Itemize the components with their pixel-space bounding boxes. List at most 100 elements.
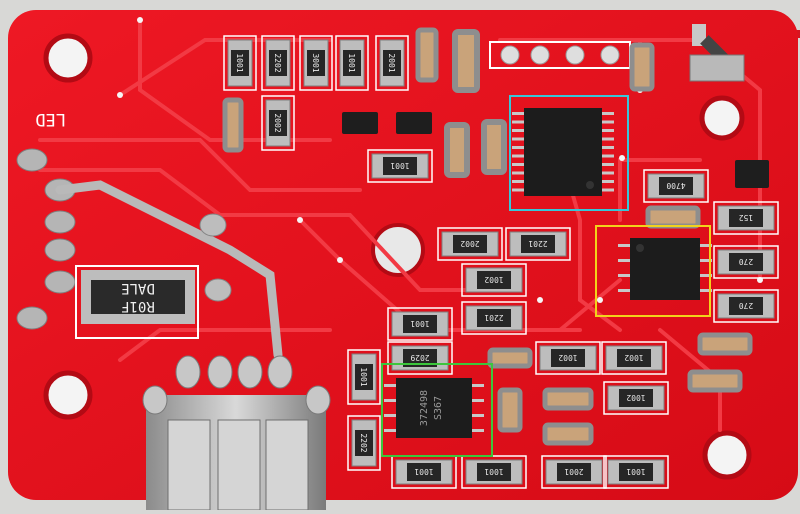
resistor-code: 1001 xyxy=(414,467,433,476)
resistor: 2002 xyxy=(437,227,503,261)
pad xyxy=(204,278,232,302)
resistor: 4700 xyxy=(643,169,709,203)
chip-pin xyxy=(700,289,712,292)
resistor-code: 1001 xyxy=(347,53,356,72)
resistor: 1001 xyxy=(603,455,669,489)
pad xyxy=(199,213,227,237)
chip-pin xyxy=(512,112,524,115)
resistor: 270 xyxy=(713,245,779,279)
resistor-code: 2002 xyxy=(273,113,282,132)
resistor-code: 2201 xyxy=(528,239,547,248)
chip-pin xyxy=(512,146,524,149)
resistor: 152 xyxy=(713,201,779,235)
resistor-code: 270 xyxy=(739,257,754,266)
ic-green-line2: S367 xyxy=(433,396,444,420)
resistor: 1002 xyxy=(603,381,669,415)
chip-pin xyxy=(618,259,630,262)
resistor-code: 152 xyxy=(739,213,754,222)
resistor: 3001 xyxy=(299,35,333,91)
chip-pin xyxy=(602,180,614,183)
resistor: 270 xyxy=(713,289,779,323)
resistor-code: 1002 xyxy=(626,393,645,402)
resistor: 1001 xyxy=(223,35,257,91)
chip-pin xyxy=(472,399,484,402)
chip-pin xyxy=(512,163,524,166)
resistor-code: 1001 xyxy=(484,467,503,476)
resistor: 2001 xyxy=(375,35,409,91)
chip-pin xyxy=(512,120,524,124)
chip-pin xyxy=(512,180,524,183)
capacitors xyxy=(222,27,753,446)
resistor: 1001 xyxy=(391,455,457,489)
chip-pin xyxy=(602,137,614,141)
chip-pin xyxy=(700,259,712,262)
resistor-code: 1002 xyxy=(484,275,503,284)
diode xyxy=(689,24,745,82)
chip-pin xyxy=(384,384,396,387)
resistor-code: 270 xyxy=(739,301,754,310)
resistor: 1001 xyxy=(367,149,433,183)
resistor: 2001 xyxy=(541,455,607,489)
resistor-code: 2001 xyxy=(564,467,583,476)
shunt-resistor: R01F DALE xyxy=(81,270,195,324)
usb-connector xyxy=(142,355,331,511)
resistor-code: 2202 xyxy=(273,53,282,72)
resistor: 2202 xyxy=(347,415,381,471)
resistor-code: 2029 xyxy=(410,353,429,362)
chip-pin xyxy=(512,154,524,158)
header-holes xyxy=(489,41,631,69)
chip-pin xyxy=(602,112,614,115)
resistor: 2201 xyxy=(505,227,571,261)
resistor-code: 2202 xyxy=(359,433,368,452)
shunt-line2: R01F xyxy=(121,298,155,314)
tssop-chip xyxy=(512,108,614,196)
highlight-cyan xyxy=(509,95,629,211)
chip-pin xyxy=(512,137,524,141)
soic-chip-yellow xyxy=(618,238,712,300)
chip-pin xyxy=(602,171,614,175)
resistor-code: 1001 xyxy=(235,53,244,72)
chip-pin xyxy=(618,244,630,247)
chip-pin xyxy=(384,429,396,432)
highlight-yellow xyxy=(595,225,711,317)
chip-pin xyxy=(618,289,630,292)
mounting-holes xyxy=(43,33,752,480)
resistor-code: 2001 xyxy=(387,53,396,72)
resistor-code: 1001 xyxy=(410,319,429,328)
resistor: 1001 xyxy=(387,307,453,341)
highlight-white xyxy=(75,265,199,339)
chip-pin xyxy=(512,171,524,175)
left-pads xyxy=(16,148,76,330)
resistor-code: 4700 xyxy=(666,181,685,190)
ic-green-line1: 372498 xyxy=(419,390,430,426)
soic-chip-green: 372498 S367 xyxy=(384,378,484,438)
resistor: 2202 xyxy=(261,35,295,91)
led-silkscreen: LED xyxy=(35,109,66,129)
chip-pin xyxy=(512,129,524,132)
resistor-layer: 1001 2202 3001 1001 2001 2002 1001 4700 152 2002 2… xyxy=(223,35,779,489)
chip-pin xyxy=(602,163,614,166)
resistor: 1001 xyxy=(347,349,381,405)
resistor: 1002 xyxy=(461,263,527,297)
chip-pin xyxy=(384,399,396,402)
resistor-code: 1001 xyxy=(390,161,409,170)
resistor-code: 1001 xyxy=(626,467,645,476)
chip-pin xyxy=(512,188,524,192)
solder-bridge xyxy=(55,180,283,360)
chip-pin xyxy=(618,274,630,277)
resistor: 2201 xyxy=(461,301,527,335)
resistor-code: 1002 xyxy=(624,353,643,362)
chip-pin xyxy=(472,384,484,387)
resistor-code: 1001 xyxy=(359,367,368,386)
resistor: 2029 xyxy=(387,341,453,375)
chip-pin xyxy=(602,146,614,149)
shunt-line1: DALE xyxy=(121,280,155,296)
resistor: 1002 xyxy=(535,341,601,375)
transistors xyxy=(342,112,769,188)
chip-pin xyxy=(700,274,712,277)
resistor-code: 1002 xyxy=(558,353,577,362)
highlight-green xyxy=(381,363,493,457)
chip-pin xyxy=(472,414,484,417)
resistor-code: 3001 xyxy=(311,53,320,72)
